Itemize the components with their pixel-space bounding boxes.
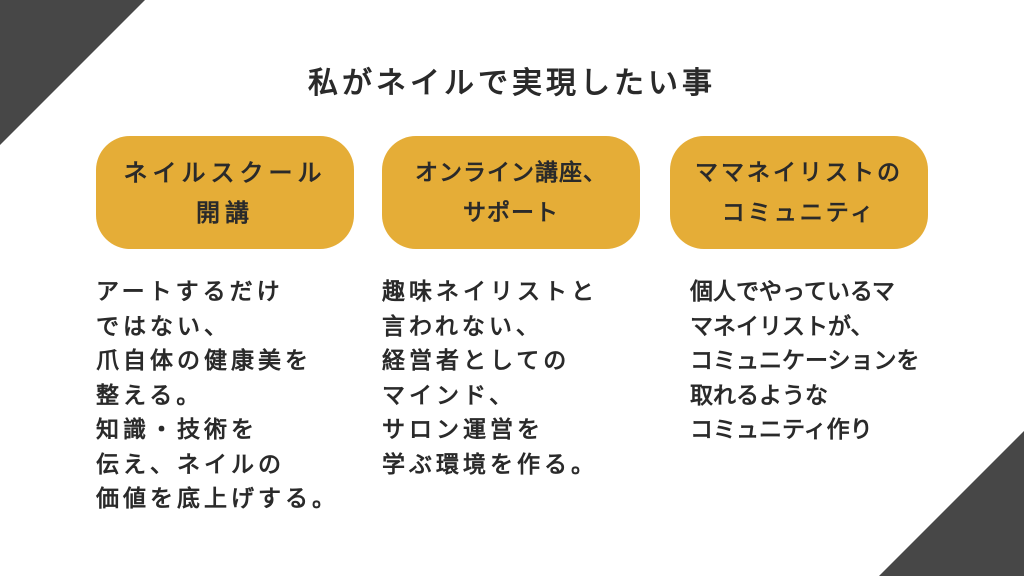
description-line: 学ぶ環境を作る。: [382, 451, 598, 478]
description-line: ではない、: [96, 313, 231, 340]
description-line: サロン運営を: [382, 417, 544, 443]
page-title: 私がネイルで実現したい事: [308, 66, 716, 101]
card-heading-line: ママネイリストの: [695, 159, 903, 186]
card-heading-mama-community: ママネイリストの コミュニティ: [670, 136, 928, 249]
description-line: 経営者としての: [382, 348, 571, 374]
description-mama-community: 個人でやっているマ マネイリストが、 コミュニケーションを 取れるような コミュ…: [690, 275, 920, 448]
description-line: 整える。: [96, 382, 204, 409]
card-heading-line: ネイルスクール: [123, 158, 327, 187]
card-heading-nail-school: ネイルスクール 開講: [96, 136, 354, 249]
card-heading-line: オンライン講座、: [415, 159, 607, 186]
description-line: 個人でやっているマ: [690, 279, 895, 305]
card-heading-line: サポート: [463, 199, 559, 226]
description-line: コミュニケーションを: [690, 348, 920, 374]
description-online-course: 趣味ネイリストと 言われない、 経営者としての マインド、 サロン運営を 学ぶ環…: [382, 275, 598, 482]
card-heading-online-course: オンライン講座、 サポート: [382, 136, 640, 249]
description-line: 価値を底上げする。: [96, 486, 339, 512]
corner-decoration-top-left: [0, 0, 145, 145]
description-line: 伝え、ネイルの: [96, 451, 285, 478]
description-line: マインド、: [382, 382, 517, 409]
card-heading-line: コミュニティ: [721, 199, 877, 226]
description-line: 趣味ネイリストと: [382, 279, 598, 305]
description-line: 取れるような: [690, 382, 828, 409]
description-line: 言われない、: [382, 313, 543, 340]
card-heading-line: 開講: [196, 198, 254, 227]
description-line: マネイリストが、: [690, 313, 874, 340]
description-line: コミュニティ作り: [690, 417, 873, 443]
description-line: 爪自体の健康美を: [96, 348, 312, 374]
description-line: 知識・技術を: [96, 417, 258, 443]
description-nail-school: アートするだけ ではない、 爪自体の健康美を 整える。 知識・技術を 伝え、ネイ…: [96, 275, 339, 517]
description-line: アートするだけ: [96, 279, 284, 305]
corner-decoration-bottom-right: [879, 431, 1024, 576]
